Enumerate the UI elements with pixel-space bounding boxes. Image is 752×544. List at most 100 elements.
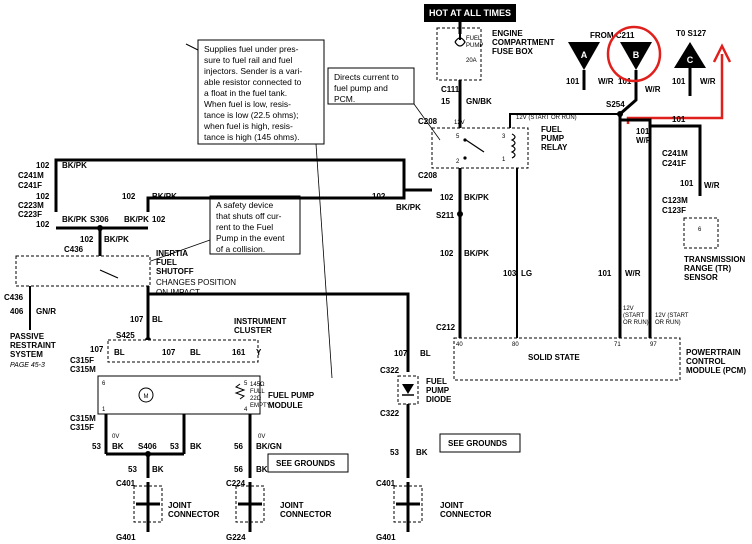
svg-text:a float in the fuel tank.: a float in the fuel tank.	[204, 88, 287, 98]
c322-a: C322	[380, 366, 400, 375]
c401-b: C401	[376, 479, 396, 488]
bkpk-c: BK/PK	[62, 215, 87, 224]
bkpk-a: BK/PK	[62, 161, 87, 170]
motor-label: M	[144, 394, 149, 400]
bkpk-inertia: BK/PK	[104, 235, 129, 244]
connector-c-icon	[674, 42, 706, 68]
c315f-b: C315F	[70, 423, 94, 432]
c436-b: C436	[4, 293, 24, 302]
inertia-note1: CHANGES POSITION	[156, 278, 236, 287]
c208-top: C208	[418, 117, 438, 126]
see-grounds-b: SEE GROUNDS	[448, 439, 508, 448]
svg-text:rent to the Fuel: rent to the Fuel	[216, 222, 273, 232]
relay-line2: PUMP	[541, 134, 565, 143]
wr-d: W/R	[636, 136, 652, 145]
w102d: 102	[36, 220, 50, 229]
c315f-a: C315F	[70, 356, 94, 365]
svg-text:when fuel is high, resis-: when fuel is high, resis-	[203, 121, 293, 131]
bkpk-d: BK/PK	[124, 215, 149, 224]
ohm-full: 145Ω	[250, 382, 265, 388]
s306: S306	[90, 215, 109, 224]
joint-connector-c-icon	[393, 482, 423, 532]
fuse-name-2: PUMP	[466, 43, 483, 49]
fuse-box-line2: COMPARTMENT	[492, 38, 555, 47]
svg-text:Supplies fuel under pres-: Supplies fuel under pres-	[204, 44, 299, 54]
ov-a: 0V	[112, 434, 119, 440]
joint-a-1: JOINT	[168, 501, 192, 510]
joint-b-1: JOINT	[280, 501, 304, 510]
c208-bot: C208	[418, 171, 438, 180]
pcm-pin-40: 40	[456, 342, 463, 348]
wire-102-top	[54, 158, 432, 212]
fpm-1: FUEL PUMP	[268, 391, 315, 400]
c315m-a: C315M	[70, 365, 96, 374]
inertia-1: INERTIA	[156, 249, 188, 258]
tr-line2: RANGE (TR)	[684, 264, 731, 273]
svg-text:of a collision.: of a collision.	[216, 244, 265, 254]
s211-splice	[457, 211, 463, 217]
w102b: 102	[36, 192, 50, 201]
bk-c: BK	[152, 465, 164, 474]
pcm-line1: POWERTRAIN	[686, 348, 741, 357]
connector-b-icon	[620, 42, 652, 70]
pcm-pin-97: 97	[650, 342, 657, 348]
cluster-box	[107, 339, 259, 363]
diode-3: DIODE	[426, 395, 452, 404]
w56b: 56	[234, 465, 243, 474]
conn-c: C	[687, 55, 694, 65]
wire-101-tr	[650, 124, 702, 196]
c241m-l: C241M	[18, 171, 44, 180]
ov-b: 0V	[258, 434, 265, 440]
inertia-2: FUEL	[156, 258, 177, 267]
from-c211: FROM C211	[590, 31, 635, 40]
restraint-3: SYSTEM	[10, 350, 43, 359]
wire-101-pcm-2	[620, 118, 652, 340]
svg-text:Pump in the event: Pump in the event	[216, 233, 285, 243]
restraint-page: PAGE 45-3	[10, 362, 45, 369]
y: Y	[256, 348, 262, 357]
conn-a: A	[581, 50, 588, 60]
cluster-2: CLUSTER	[234, 326, 272, 335]
fpm-pin-6: 6	[102, 381, 106, 387]
bk-d: BK	[416, 448, 428, 457]
restraint-2: RESTRAINT	[10, 341, 56, 350]
directs-note: Directs current to fuel pump and PCM.	[327, 67, 441, 141]
gnr: GN/R	[36, 307, 56, 316]
joint-connector-b-icon	[235, 482, 265, 532]
svg-text:able resistor connected to: able resistor connected to	[204, 77, 302, 87]
w56: 56	[234, 442, 243, 451]
fpm-2: MODULE	[268, 401, 303, 410]
w101e: 101	[672, 115, 686, 124]
fuse-name-1: FUEL	[466, 36, 482, 42]
w101b: 101	[618, 77, 632, 86]
w101g: 101	[680, 179, 694, 188]
bk-b: BK	[190, 442, 202, 451]
w107d: 107	[394, 349, 408, 358]
see-grounds-a: SEE GROUNDS	[276, 459, 336, 468]
c322-b: C322	[380, 409, 400, 418]
svg-text:tance is high (145 ohms).: tance is high (145 ohms).	[204, 132, 299, 142]
empty: EMPTY	[250, 403, 271, 409]
sender-resistor-icon	[234, 383, 246, 400]
bkpk-relay-in: BK/PK	[396, 203, 421, 212]
fuel-pump-module-box	[97, 375, 261, 415]
relay-coil-icon	[463, 133, 516, 160]
fuse-box-line3: FUSE BOX	[492, 47, 534, 56]
w101d: 101	[636, 127, 650, 136]
highlight-path	[626, 54, 724, 124]
w15: 15	[441, 97, 450, 106]
relay-to-s254	[509, 113, 618, 128]
gn-bk: GN/BK	[466, 97, 492, 106]
svg-text:fuel pump and: fuel pump and	[334, 83, 388, 93]
svg-text:Directs current to: Directs current to	[334, 72, 399, 82]
w101-pcm: 101	[598, 269, 612, 278]
c241m-r: C241M	[662, 149, 688, 158]
hot-at-all-times-banner	[424, 4, 516, 22]
w102-pcm: 102	[440, 249, 454, 258]
w107b: 107	[90, 345, 104, 354]
c315m-b: C315M	[70, 414, 96, 423]
w102g: 102	[80, 235, 94, 244]
bkpk-pcm: BK/PK	[464, 249, 489, 258]
s406: S406	[138, 442, 157, 451]
c241f-l: C241F	[18, 181, 42, 190]
